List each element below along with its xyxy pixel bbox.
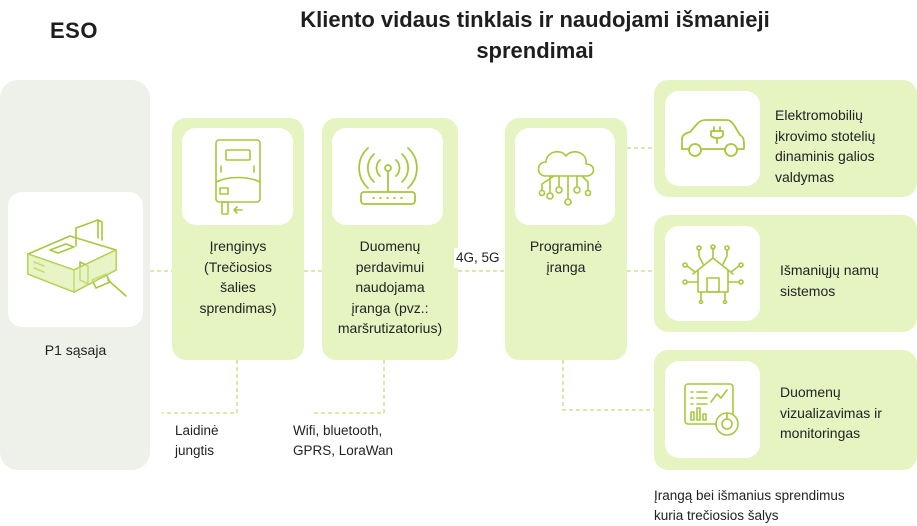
connector-wired-label [162,360,238,414]
devices-icon-box [182,128,293,225]
software-icon-box [515,128,615,225]
viz-icon-box [665,361,760,458]
electric-car-icon [680,118,745,157]
smart-meter-icon [214,138,261,215]
p1-icon-box [8,192,143,327]
connector-software-viz [562,360,654,411]
footnote: Įrangą bei išmanius sprendimus kuria tre… [654,488,845,523]
p1-meter-device-icon [27,218,127,297]
viz-label: Duomenų vizualizavimas ir monitoringas [780,384,882,441]
connector-wireless-label [312,360,385,414]
software-label: Programinė įranga [529,238,603,275]
p1-label: P1 sąsaja [44,342,107,358]
wired-connection-label: Laidinė jungtis [175,423,219,458]
smart-home-icon [681,243,744,304]
router-icon [357,146,418,205]
ev-label: Elektromobilių įkrovimo stotelių dinamin… [775,107,876,185]
devices-label: Įrenginys (Trečiosios šalies sprendimas) [199,238,277,316]
dashboard-icon [683,382,739,436]
org-label: ESO [50,18,98,43]
transfer-label: Duomenų perdavimui naudojama įranga (pvz… [337,238,443,336]
transfer-icon-box [332,128,443,225]
cloud-network-icon [537,150,595,206]
page-title: Kliento vidaus tinklais ir naudojami išm… [300,7,770,63]
ev-icon-box [665,91,760,186]
wireless-connection-label: Wifi, bluetooth, GPRS, LoraWan [293,423,394,458]
smart-home-label: Išmaniųjų namų sistemos [780,262,879,299]
smart-home-icon-box [665,226,760,321]
mobile-connection-label: 4G, 5G [454,248,502,268]
